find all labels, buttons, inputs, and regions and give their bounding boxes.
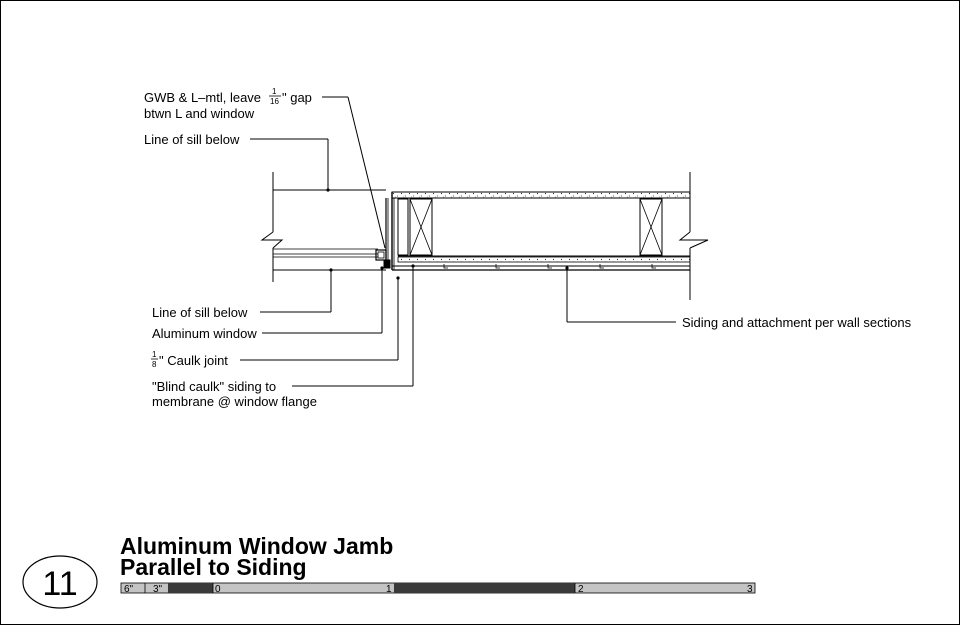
existing-wall-left xyxy=(260,172,386,282)
scale-label-3in: 3" xyxy=(153,584,163,595)
caulk-fraction-num: 1 xyxy=(152,350,157,359)
callout-sill-lower: Line of sill below xyxy=(152,305,248,320)
callout-gwb-l-metal: GWB & L–mtl, leave 1 16 " gap btwn L and… xyxy=(144,87,312,121)
detail-title-line2: Parallel to Siding xyxy=(120,554,307,580)
detail-number-bubble: 11 xyxy=(22,555,98,609)
caulk-fraction-den: 8 xyxy=(152,360,157,369)
gwb-gap-fraction-num: 1 xyxy=(272,87,277,96)
aluminum-window-frame xyxy=(375,198,391,269)
callout-aluminum-window: Aluminum window xyxy=(152,326,257,341)
wall-framing-studs xyxy=(397,197,690,257)
callout-blind-caulk-line2: membrane @ window flange xyxy=(152,394,317,409)
gwb-gap-fraction-den: 16 xyxy=(270,97,279,106)
callout-caulk-joint: 1 8 " Caulk joint xyxy=(151,350,228,369)
callout-sill-upper: Line of sill below xyxy=(144,132,240,147)
gwb-callout-post: " gap xyxy=(282,90,312,105)
wall-break-right xyxy=(678,172,709,300)
siding-assembly xyxy=(392,256,691,271)
leader-lines xyxy=(240,96,676,387)
scale-label-2: 2 xyxy=(578,584,584,595)
callout-blind-caulk-line1: "Blind caulk" siding to xyxy=(152,379,276,394)
scale-label-0: 0 xyxy=(215,584,221,595)
scale-label-3: 3 xyxy=(747,584,753,595)
caulk-callout-text: " Caulk joint xyxy=(159,353,228,368)
gwb-callout-pre: GWB & L–mtl, leave xyxy=(144,90,261,105)
gwb-callout-line2: btwn L and window xyxy=(144,106,255,121)
callout-siding: Siding and attachment per wall sections xyxy=(682,315,912,330)
detail-title-line1: Aluminum Window Jamb xyxy=(120,533,393,559)
scale-label-6in: 6" xyxy=(124,584,134,595)
leader-dots xyxy=(326,188,569,280)
graphic-scale-bar: 6" 3" 0 1 2 3 xyxy=(120,582,756,595)
scale-label-1: 1 xyxy=(386,584,392,595)
detail-number: 11 xyxy=(42,565,77,603)
